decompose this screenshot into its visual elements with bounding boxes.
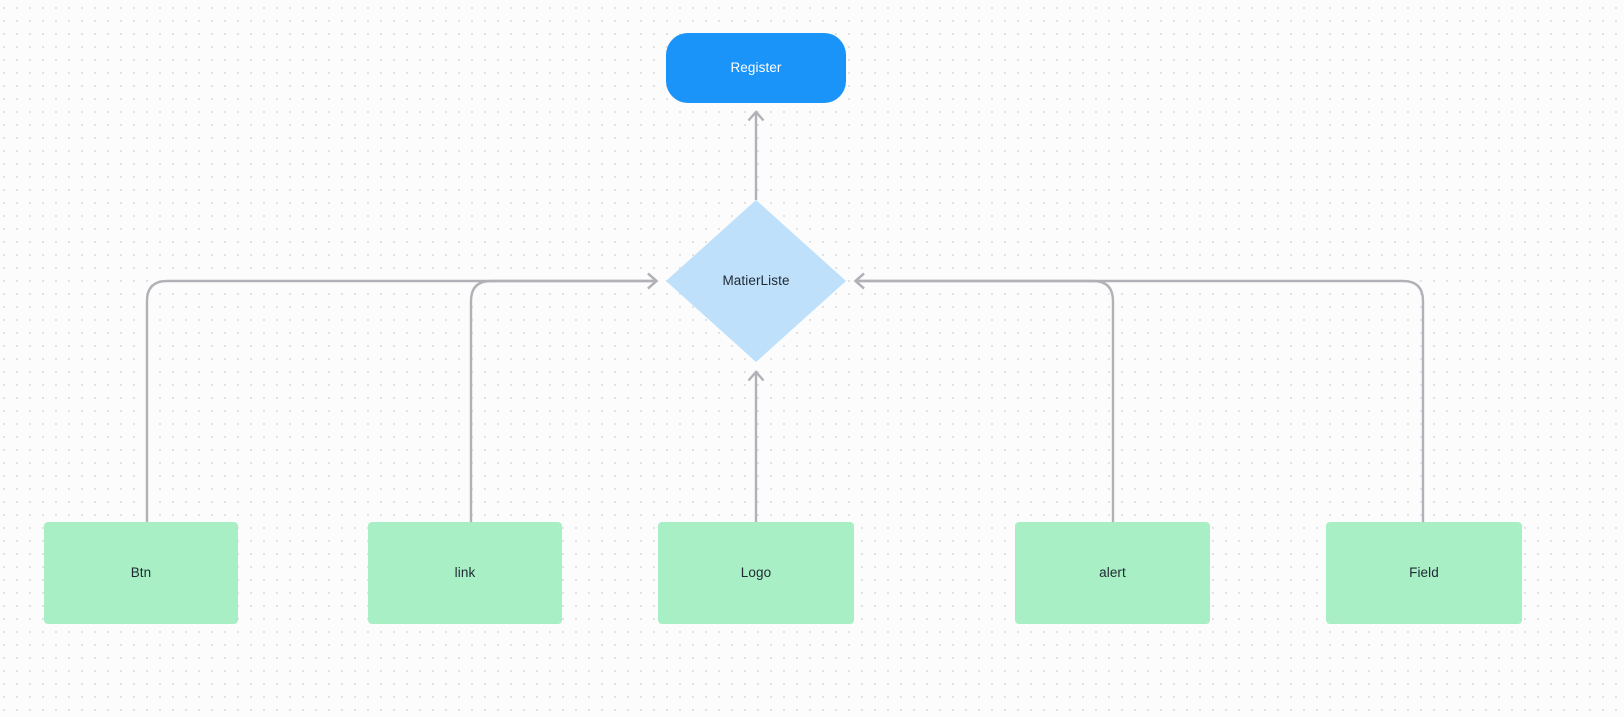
edge-logo-matierliste <box>747 370 765 522</box>
edge-alert-matierliste <box>853 272 1115 522</box>
node-field[interactable]: Field <box>1326 522 1522 624</box>
node-register-label: Register <box>730 59 782 75</box>
node-link[interactable]: link <box>368 522 562 624</box>
node-alert[interactable]: alert <box>1015 522 1210 624</box>
node-matierliste[interactable]: MatierListe <box>656 191 856 371</box>
edge-matierliste-register <box>747 110 765 200</box>
edge-btn-matierliste-path <box>145 279 655 522</box>
node-alert-label: alert <box>1099 564 1126 580</box>
node-matierliste-label: MatierListe <box>722 272 790 288</box>
node-logo-label: Logo <box>740 564 772 580</box>
arrow-head-up <box>747 110 765 122</box>
arrow-head-left <box>853 272 865 290</box>
edge-link-matierliste <box>469 272 659 522</box>
arrow-head-left <box>853 272 865 290</box>
edge-link-matierliste-path <box>469 279 655 522</box>
edge-alert-matierliste-path <box>857 279 1115 522</box>
node-link-label: link <box>454 564 476 580</box>
node-logo[interactable]: Logo <box>658 522 854 624</box>
node-register[interactable]: Register <box>666 33 846 103</box>
arrow-head-up <box>747 370 765 382</box>
edge-field-matierliste-path <box>857 279 1425 522</box>
edge-btn-matierliste <box>145 272 659 522</box>
node-btn-label: Btn <box>130 564 152 580</box>
edge-field-matierliste <box>853 272 1425 522</box>
node-btn[interactable]: Btn <box>44 522 238 624</box>
node-field-label: Field <box>1409 564 1439 580</box>
